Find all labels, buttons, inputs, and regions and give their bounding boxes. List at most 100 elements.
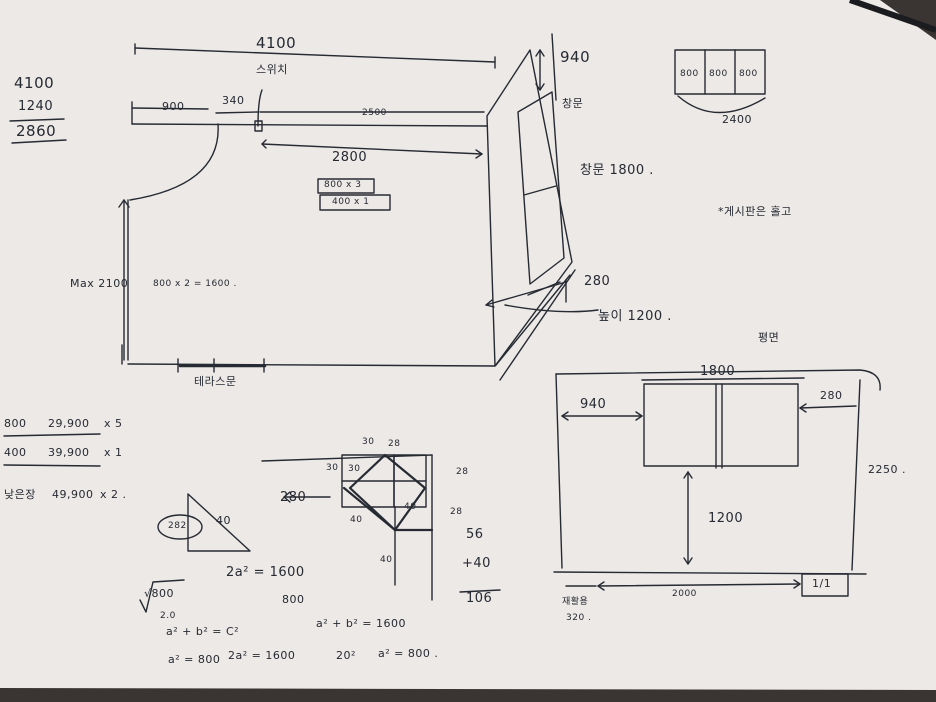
left-offset-label: 900 (162, 100, 185, 113)
panel-span-arc (677, 95, 766, 114)
dim-left-offset (131, 107, 209, 110)
price-qty-1: x 5 (104, 417, 123, 430)
plan-right-wall (851, 379, 861, 571)
plan-bottom-label: 2000 (672, 589, 697, 599)
grid-row-label-2: 30 (348, 464, 361, 474)
panel-label-1: 800 (680, 69, 699, 79)
grid-sum-underline (459, 589, 501, 593)
price-underline-1 (3, 433, 101, 437)
sketch-lines (3, 33, 881, 613)
grid-top-line (261, 454, 433, 462)
plan-bottom-left-1: 재활용 (562, 597, 589, 607)
sill-leader (504, 304, 599, 313)
switch-label: 스위치 (256, 63, 288, 76)
span-top-label: 2500 (362, 108, 387, 118)
board-line-1: 800 x 3 (324, 180, 362, 190)
sum-underline-2 (11, 139, 67, 144)
price-size-1: 800 (4, 417, 27, 430)
wall-height-label: Max 2100 (70, 277, 129, 290)
total-width-label: 4100 (256, 34, 297, 52)
plan-right-label: 280 (820, 389, 843, 402)
eq-20-squared: 20² (336, 649, 356, 662)
switch-gap-label: 340 (222, 94, 245, 107)
grid-right-label-2: 28 (450, 507, 463, 517)
dim-span-inner (261, 143, 483, 155)
dim-switch-gap (215, 111, 259, 114)
note-label: *게시판은 홀고 (718, 205, 792, 218)
price-size-3: 낮은장 (4, 488, 36, 501)
price-value-1: 29,900 (48, 417, 90, 430)
plan-box (801, 573, 849, 597)
plan-box-label: 1/1 (812, 577, 832, 590)
grid-mid-label: 40 (404, 502, 417, 512)
grid-row-label-3: 40 (350, 515, 363, 525)
grid-sum-2: +40 (462, 556, 491, 571)
sum-underline (9, 118, 65, 122)
room-top-wall (131, 123, 488, 127)
sill-height-label: 높이 1200 . (598, 309, 672, 324)
plan-left-wall (555, 373, 563, 569)
triangle-side: 40 (216, 514, 231, 527)
sqrt-value: 2.0 (160, 611, 176, 621)
grid-bottom-label: 40 (380, 555, 393, 565)
grid-top-label-1: 30 (362, 437, 375, 447)
panel-span-label: 2400 (722, 113, 752, 126)
eq-2a-squared: 2a² = 1600 (228, 649, 296, 662)
eq-sum-squares: a² + b² = 1600 (316, 617, 406, 630)
sqrt-expr: √800 (144, 587, 175, 600)
eq-pythag: a² + b² = C² (166, 625, 240, 638)
span-inner-label: 2800 (332, 150, 368, 165)
window-label: 창문 (562, 97, 584, 110)
dim-plan-right (799, 405, 857, 409)
price-underline-2 (3, 464, 101, 467)
triangle-hyp: 282 (168, 521, 187, 531)
dim-plan-width (641, 377, 805, 381)
panel-label-3: 800 (739, 69, 758, 79)
plan-height-label: 1200 (708, 511, 744, 526)
triangle-shape (187, 493, 251, 552)
sum-line-2: 1240 (18, 99, 54, 114)
window-frame (517, 91, 565, 285)
grid-row-label-1: 30 (326, 463, 339, 473)
dim-total-width (134, 47, 496, 63)
price-qty-3: x 2 . (100, 488, 127, 501)
triangle-hyp-circle (157, 514, 203, 540)
switch-marker (257, 89, 263, 127)
plan-title: 평면 (758, 331, 780, 344)
panel-label-2: 800 (709, 69, 728, 79)
grid-sum-3: 106 (466, 591, 493, 606)
grid-top-label-2: 28 (388, 439, 401, 449)
sum-line-1: 4100 (14, 74, 55, 92)
sill-diag (495, 274, 571, 366)
price-value-3: 49,900 (52, 488, 94, 501)
board-line-2: 400 x 1 (332, 197, 370, 207)
grid-sum-1: 56 (466, 527, 484, 542)
window-wall (486, 49, 573, 367)
terrace-door-label: 테라스문 (194, 375, 237, 388)
pen-shadow (849, 0, 936, 33)
plan-width-label: 1800 (700, 364, 736, 379)
price-qty-2: x 1 (104, 446, 123, 459)
plan-window (643, 383, 799, 467)
plan-left-label: 940 (580, 397, 607, 412)
sum-line-3: 2860 (16, 122, 57, 140)
panel-box (674, 49, 766, 95)
tile-note: 800 x 2 = 1600 . (153, 279, 237, 289)
price-size-2: 400 (4, 446, 27, 459)
window-height-label: 창문 1800 . (580, 163, 654, 178)
board-box-2 (319, 194, 391, 211)
door-swing-arc (129, 123, 219, 201)
grid-right-label-1: 28 (456, 467, 469, 477)
eq-a-squared: a² = 800 (168, 653, 221, 666)
grid-diamond (348, 453, 427, 532)
plan-bottom-left-2: 320 . (566, 613, 592, 623)
right-bottom-dim: 280 (584, 274, 611, 289)
dim-plan-bottom (597, 583, 801, 587)
sqrt-sign (139, 579, 185, 613)
eq-main: 2a² = 1600 (226, 565, 305, 580)
plan-side-label: 2250 . (868, 463, 906, 476)
price-value-2: 39,900 (48, 446, 90, 459)
